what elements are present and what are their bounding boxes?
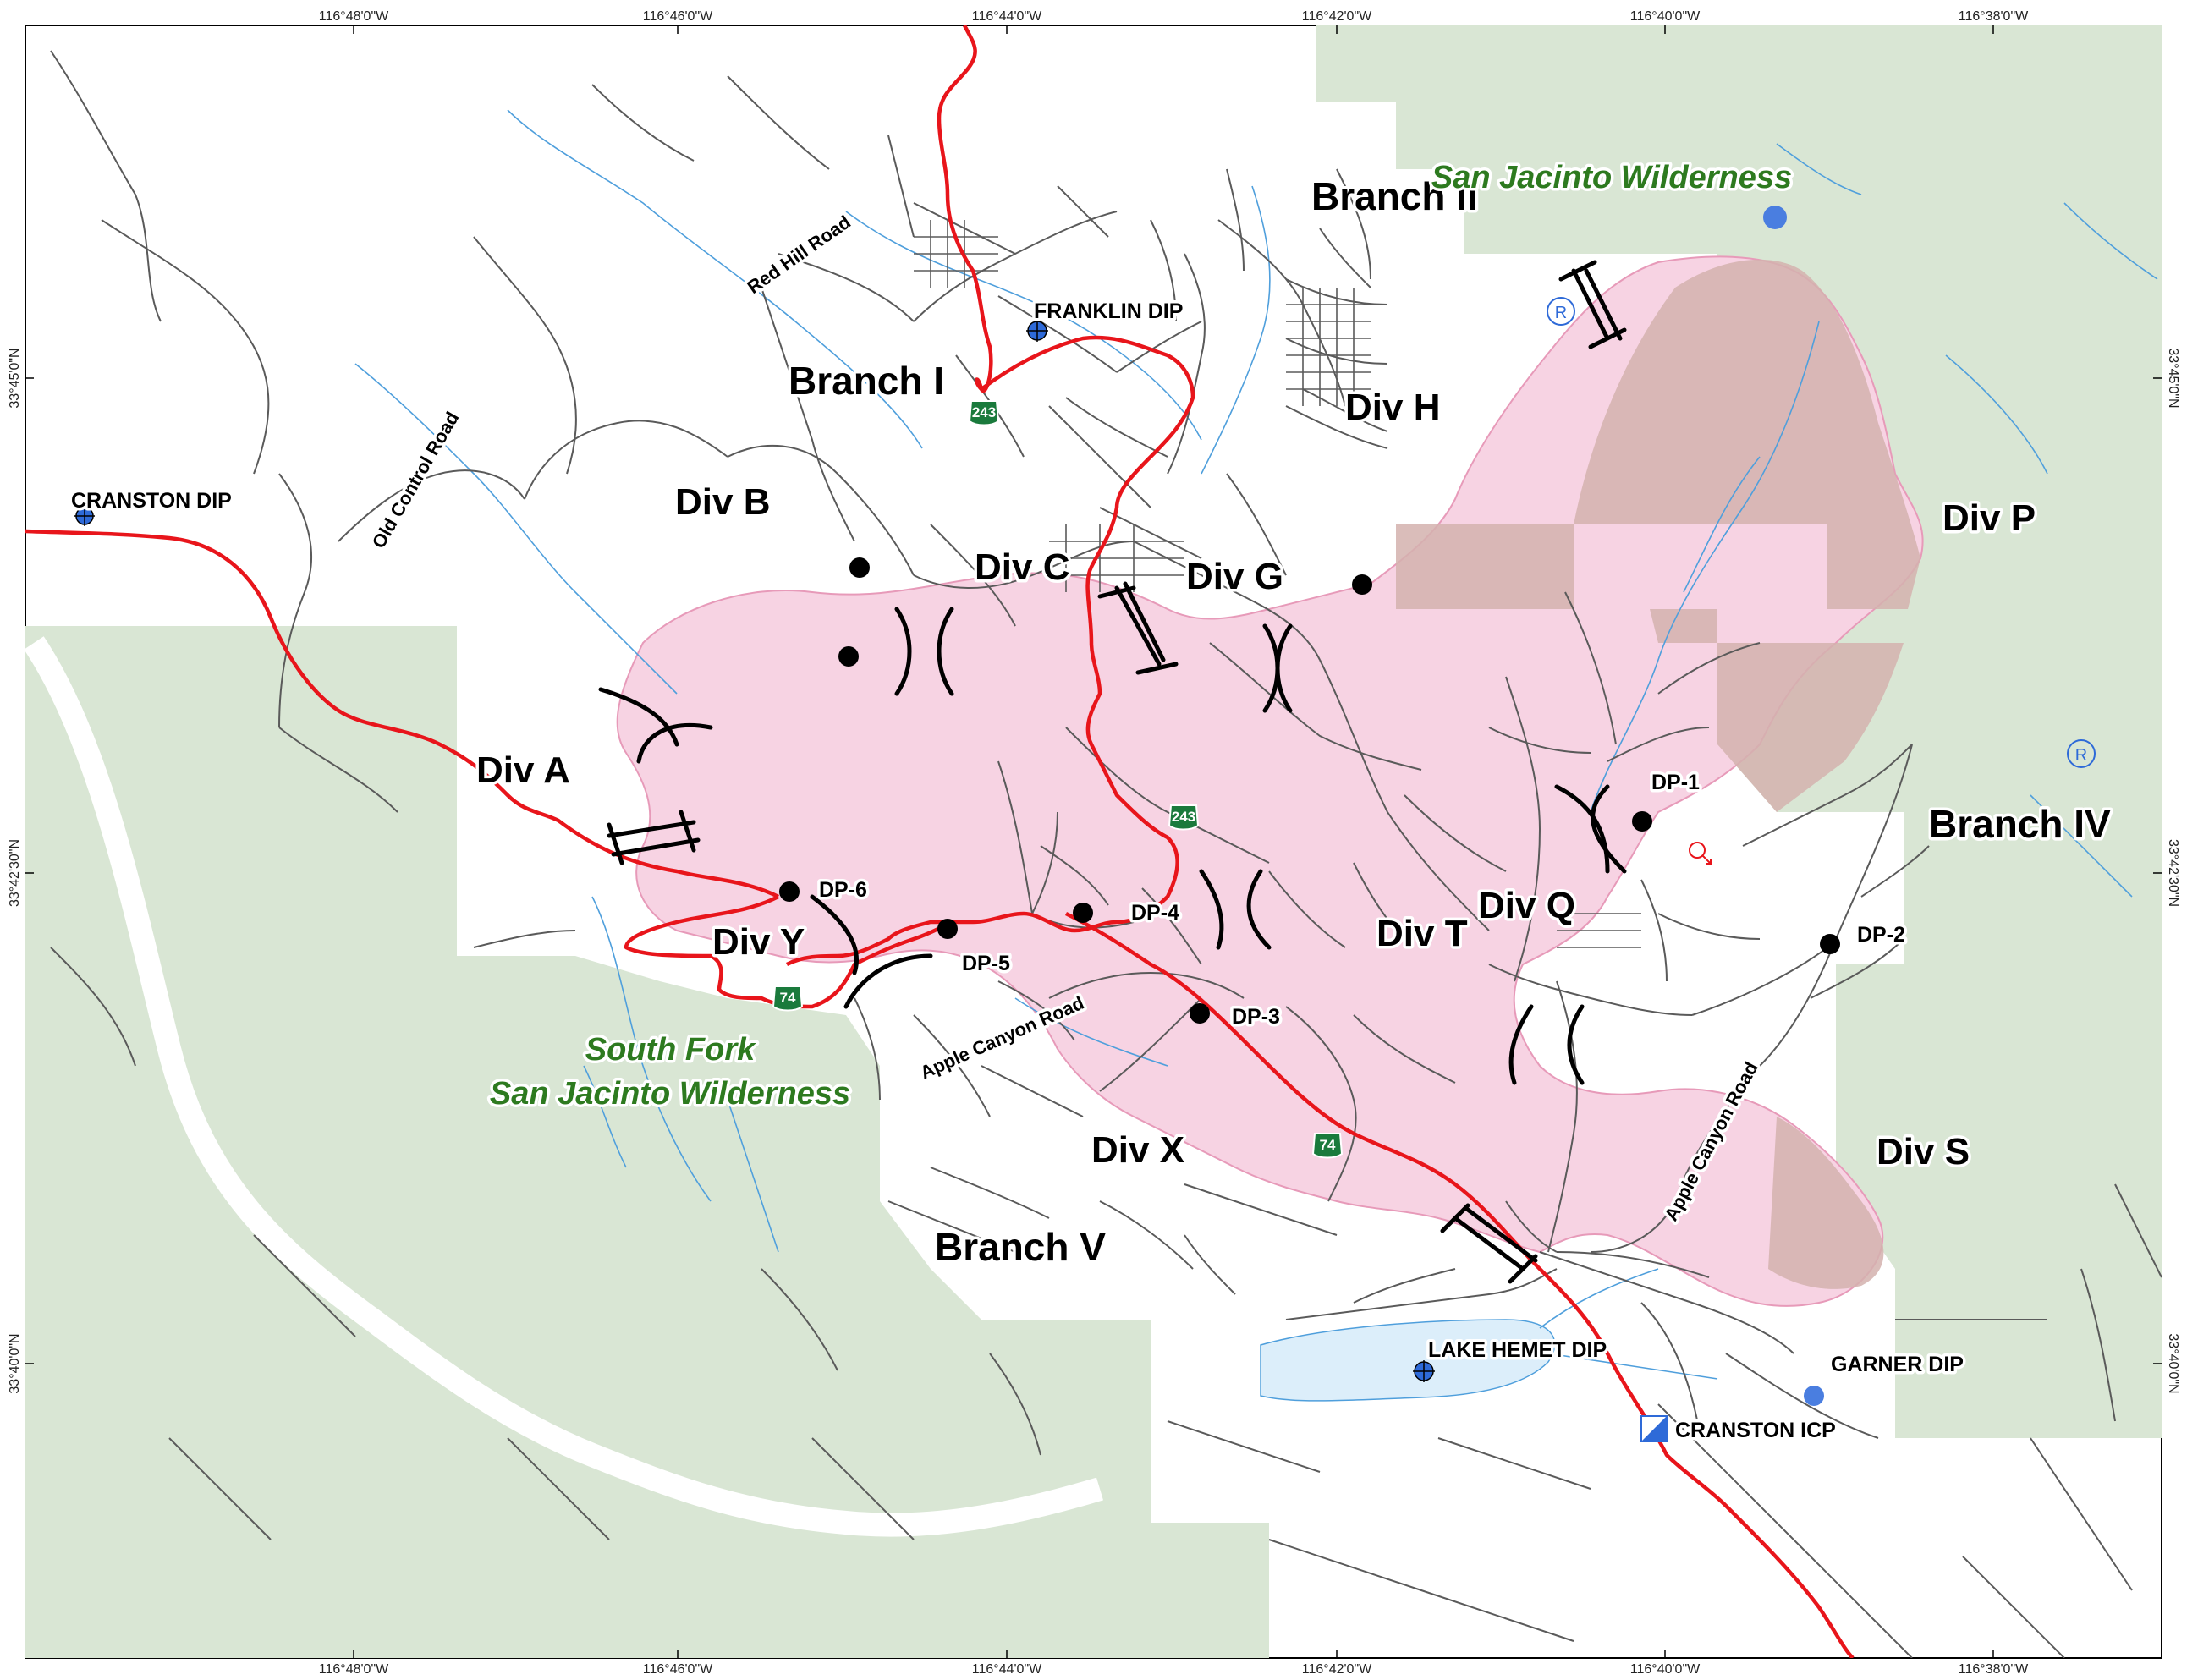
franklin-dip-label: FRANKLIN DIP [1034,299,1183,323]
shield-label-74-west: 74 [780,990,796,1006]
coord-top-3: 116°44'0"W [972,9,1042,24]
local-roads [50,50,2162,1658]
route-shield-74-east: 74 [1311,1133,1344,1159]
coord-right-1: 33°45'0"N [2166,348,2180,408]
private-inholding [1574,524,1827,609]
drop-point-marker[interactable] [1352,574,1372,595]
coord-bottom-6: 116°38'0"W [1959,1662,2029,1677]
drop-point-dp2[interactable] [1820,934,1840,954]
wilderness-buffer [25,636,1104,1537]
franklin-dip-marker[interactable] [1026,320,1048,342]
division-break-markers [598,607,1627,1085]
coord-bottom-2: 116°46'0"W [643,1662,713,1677]
division-label-g: Div G [1186,556,1283,597]
drop-point-marker[interactable] [849,557,870,578]
highway-74-loop [624,894,957,1009]
drop-point-dp1[interactable] [1632,811,1652,832]
highway-74-west [25,529,780,899]
wilderness-label-san-jacinto: San Jacinto Wilderness [1431,160,1792,195]
shield-label-243-south: 243 [1172,809,1195,825]
wilderness-area-south-fork [25,626,1269,1658]
coord-bottom-3: 116°44'0"W [972,1662,1042,1677]
drop-point-dp5[interactable] [937,919,958,939]
drop-point-dp3[interactable] [1190,1003,1210,1024]
division-label-x: Div X [1091,1129,1184,1171]
drop-point-label-dp2: DP-2 [1857,923,1905,947]
drop-point-label-dp5: DP-5 [962,952,1010,975]
drop-point-label-dp1: DP-1 [1651,771,1700,794]
overlap-area-south [1768,1117,1884,1289]
highway-243 [785,25,1195,967]
coord-right-2: 33°42'30"N [2166,839,2180,907]
ranger-station-icon [1547,297,2096,768]
coord-bottom-4: 116°42'0"W [1302,1662,1372,1677]
branch-break-markers [607,260,1627,1284]
route-shield-243-south: 243 [1168,804,1200,831]
branch-label-ii: Branch II [1311,174,1478,218]
branch-label-iv: Branch IV [1929,802,2111,846]
ranger-station-glyph: R [2075,746,2087,765]
drop-point-label-dp3: DP-3 [1232,1005,1280,1029]
ranger-station-glyph: R [1555,304,1567,322]
streams [354,109,2158,1380]
coord-bottom-5: 116°40'0"W [1630,1662,1701,1677]
lake-hemet-dip-marker[interactable] [1413,1360,1435,1382]
wilderness-label-south-fork-1: South Fork [585,1032,756,1068]
shield-label-74-east: 74 [1320,1137,1336,1153]
coord-left-2: 33°42'30"N [8,839,22,907]
division-label-p: Div P [1942,497,2036,539]
cranston-icp-marker[interactable] [1640,1415,1668,1442]
coord-top-2: 116°46'0"W [643,9,713,24]
cranston-dip-marker[interactable] [74,506,95,526]
division-label-s: Div S [1877,1131,1970,1172]
division-label-h: Div H [1345,387,1440,428]
branch-label-i: Branch I [789,359,944,403]
spot-fire-icon [1689,842,1712,865]
lake-hemet-dip-label: LAKE HEMET DIP [1428,1338,1607,1362]
coord-right-3: 33°40'0"N [2166,1333,2180,1393]
drop-point-dp4[interactable] [1073,903,1093,923]
drop-point-markers [779,557,1840,1024]
drop-point-label-dp6: DP-6 [819,878,867,902]
coord-top-1: 116°48'0"W [319,9,389,24]
wilderness-label-south-fork-2: San Jacinto Wilderness [490,1076,850,1112]
division-label-c: Div C [975,546,1069,588]
coord-left-1: 33°45'0"N [8,348,22,408]
helispot-marker[interactable] [1763,206,1787,229]
division-label-a: Div A [476,749,570,791]
branch-label-v: Branch V [935,1225,1106,1269]
cranston-dip-label: CRANSTON DIP [71,489,232,513]
drop-point-label-dp4: DP-4 [1131,901,1179,925]
coord-left-3: 33°40'0"N [8,1333,22,1393]
graticule-ticks [25,25,2162,1658]
coord-bottom-1: 116°48'0"W [319,1662,389,1677]
garner-dip-marker[interactable] [1804,1386,1824,1406]
shield-label-243-north: 243 [972,404,996,420]
drop-point-dp6[interactable] [779,881,800,902]
cranston-icp-label: CRANSTON ICP [1675,1419,1836,1442]
division-label-y: Div Y [712,921,805,963]
division-label-t: Div T [1376,913,1468,954]
coord-top-4: 116°42'0"W [1302,9,1372,24]
coord-top-5: 116°40'0"W [1630,9,1701,24]
drop-point-marker[interactable] [838,646,859,667]
division-label-b: Div B [675,481,770,523]
garner-dip-label: GARNER DIP [1831,1353,1964,1376]
route-shield-243-north: 243 [968,400,1000,426]
lake-hemet [1260,1319,1556,1402]
division-label-q: Div Q [1478,885,1575,926]
coord-top-6: 116°38'0"W [1959,9,2029,24]
route-shield-74-west: 74 [772,985,804,1012]
